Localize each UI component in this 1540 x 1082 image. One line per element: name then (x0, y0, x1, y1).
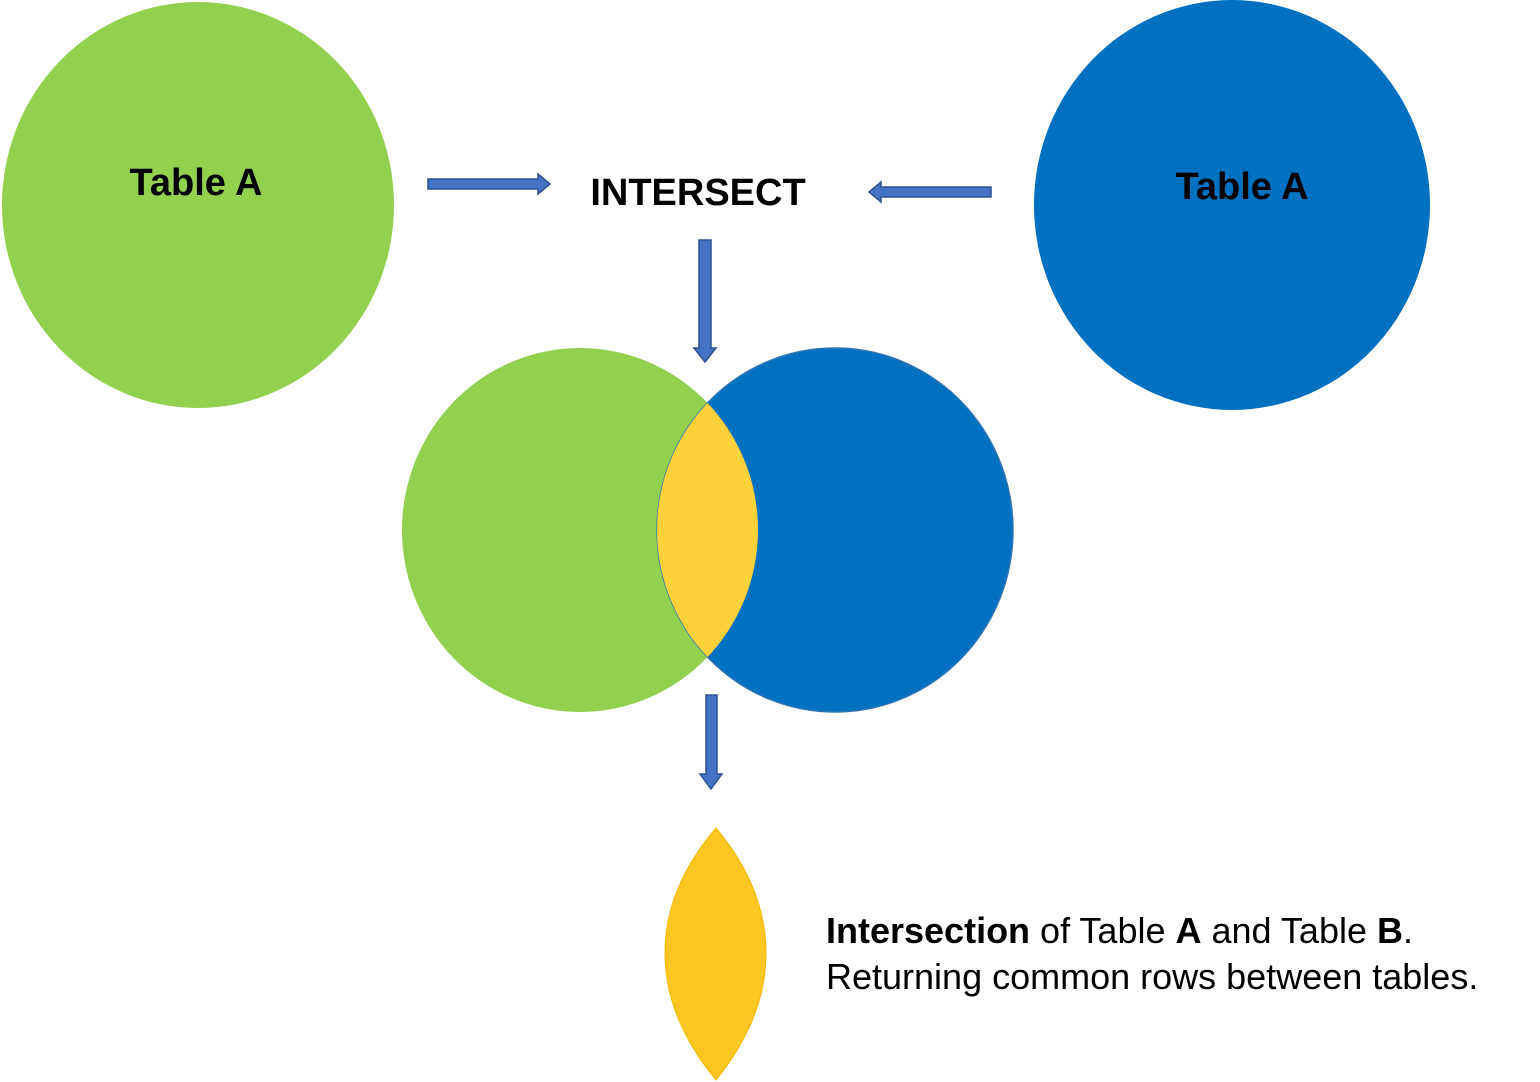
venn-circle-a (402, 348, 758, 712)
caption-table-b: B (1376, 910, 1403, 951)
caption-intersection-word: Intersection (826, 910, 1031, 951)
table-a-right-label: Table A (1175, 166, 1308, 208)
table-a-left-label: Table A (129, 162, 262, 204)
intersection-caption: Intersection of Table A and Table B. Ret… (826, 908, 1526, 1000)
caption-line-2: Returning common rows between tables. (826, 956, 1479, 997)
caption-period: . (1402, 910, 1413, 951)
arrow-right (427, 172, 552, 196)
arrow-down-to-result (698, 694, 724, 791)
intersection-result-shape (664, 827, 767, 1081)
intersect-label: INTERSECT (590, 172, 805, 214)
caption-text-of-table: of Table (1030, 910, 1176, 951)
caption-text-and-table: and Table (1201, 910, 1377, 951)
arrow-down-to-venn (692, 239, 718, 364)
table-a-circle-left (2, 2, 394, 408)
arrow-left (867, 180, 992, 204)
table-a-circle-right (1034, 0, 1430, 410)
caption-table-a: A (1175, 910, 1202, 951)
